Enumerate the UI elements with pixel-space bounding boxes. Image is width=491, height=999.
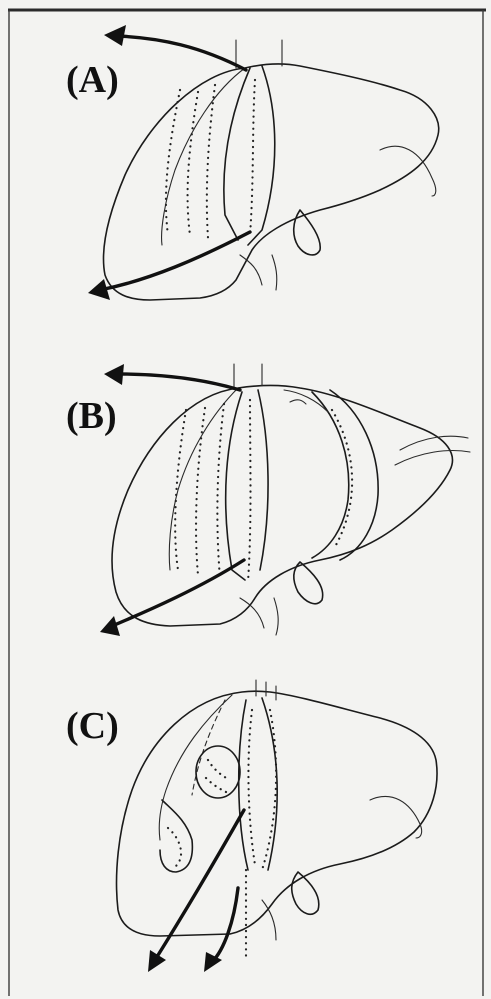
panel-label-a: (A) xyxy=(66,58,119,102)
arrowhead-down-left-c xyxy=(148,950,166,972)
liver-outline-b xyxy=(112,385,452,626)
raw-surface-dots-a3 xyxy=(207,85,215,238)
arrowhead-up-b xyxy=(104,364,124,385)
arrowhead-down-a xyxy=(88,279,110,300)
arrow-up-b xyxy=(118,374,240,390)
raw-surface-dots-b1 xyxy=(175,410,186,570)
raw-surface-dots-b3 xyxy=(217,404,224,578)
arrow-down-b xyxy=(112,560,244,626)
left-segment-dots-c xyxy=(168,828,181,866)
arrowhead-up-a xyxy=(104,25,126,46)
tumor-c xyxy=(196,746,240,798)
panel-a-drawing xyxy=(0,0,491,330)
dotted-line-b xyxy=(248,400,251,582)
panel-b: (B) xyxy=(0,330,491,660)
panel-label-c: (C) xyxy=(66,704,119,748)
transection-right-b xyxy=(258,390,268,570)
vessels-a xyxy=(240,255,277,290)
ivc-b xyxy=(234,364,262,388)
panel-label-b: (B) xyxy=(66,394,117,438)
ligament-b xyxy=(395,436,470,465)
arrow-down-left-c xyxy=(155,810,244,960)
gallbladder-a xyxy=(294,210,320,255)
gallbladder-b xyxy=(294,562,323,604)
left-lobe-contour-a xyxy=(162,68,245,245)
central-dots-c2 xyxy=(262,710,276,870)
raw-surface-dots-a2 xyxy=(188,92,198,235)
right-sector-outer-b xyxy=(330,390,378,560)
right-sector-inner-b xyxy=(312,392,349,558)
arrow-down-a xyxy=(100,232,250,290)
panel-b-drawing xyxy=(0,330,491,660)
dotted-line-a xyxy=(250,80,255,235)
transection-left-a xyxy=(224,68,250,240)
panel-c: (C) xyxy=(0,660,491,990)
transection-right-a xyxy=(248,66,275,245)
left-segment-c xyxy=(160,800,192,872)
gallbladder-c xyxy=(292,872,319,914)
hilum-b xyxy=(284,390,328,412)
tumor-dots-c xyxy=(206,760,230,792)
central-dots-c1 xyxy=(248,710,255,865)
panel-a: (A) xyxy=(0,0,491,330)
ivc-c xyxy=(256,680,276,700)
arrowhead-down-b xyxy=(100,616,120,636)
central-left-c xyxy=(239,700,248,870)
transection-left-b xyxy=(226,392,245,580)
ligament-a xyxy=(380,146,436,196)
vessels-b xyxy=(240,598,278,635)
vessels-c xyxy=(262,900,276,940)
arrow-down-c xyxy=(212,888,238,962)
arrow-up-a xyxy=(118,36,246,70)
